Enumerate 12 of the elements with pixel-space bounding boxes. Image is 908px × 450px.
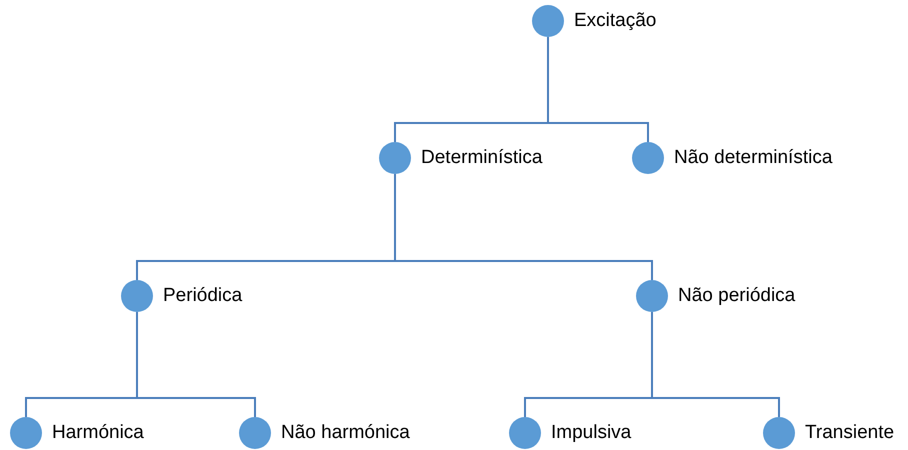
node-label: Harmónica bbox=[52, 420, 144, 445]
node-label: Não determinística bbox=[674, 146, 832, 170]
node-label: Não periódica bbox=[678, 284, 796, 308]
node-label: Não harmónica bbox=[281, 420, 410, 445]
node-label: Excitação bbox=[574, 8, 656, 33]
connector-line bbox=[547, 37, 649, 142]
node-label: Transiente bbox=[805, 420, 894, 445]
node-label: Determinística bbox=[421, 146, 542, 170]
connector-line bbox=[651, 312, 780, 417]
connector-line bbox=[394, 174, 653, 280]
node-label: Periódica bbox=[163, 284, 242, 308]
node-label: Impulsiva bbox=[551, 420, 632, 445]
